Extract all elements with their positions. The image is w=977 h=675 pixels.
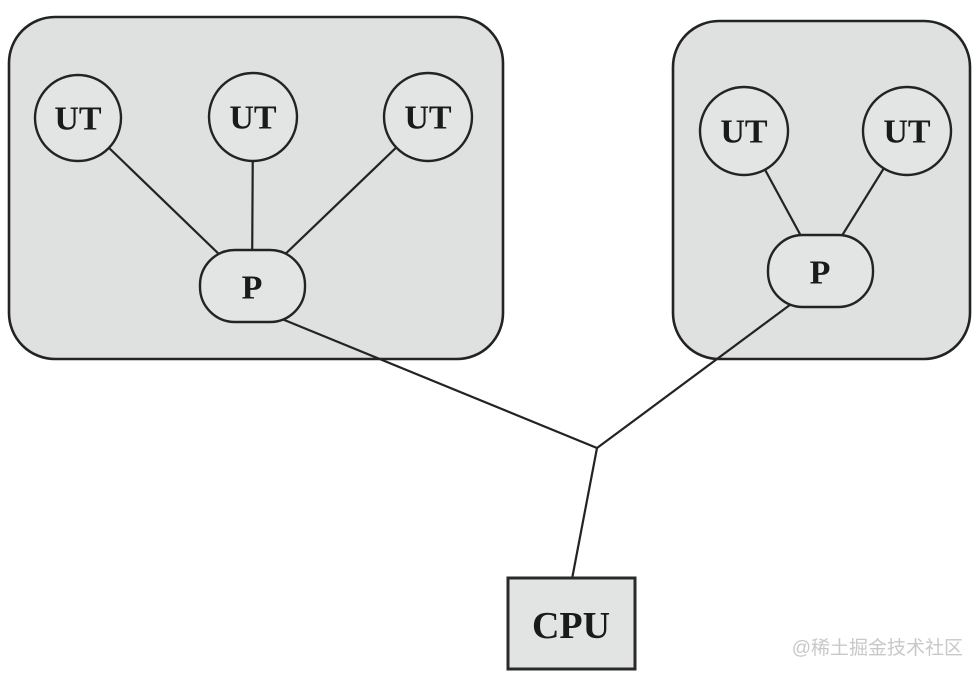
- ut-label: UT: [229, 100, 277, 137]
- ut-label: UT: [720, 114, 768, 151]
- edge-junction-cpu: [570, 447, 599, 580]
- edge-left-p-junction: [254, 306, 598, 450]
- cluster-left-nodes: UT UT UT P: [33, 71, 474, 324]
- cpu-node: CPU: [506, 576, 637, 671]
- process-shape: [766, 233, 875, 309]
- user-thread-node: UT: [698, 85, 790, 177]
- ut-label: UT: [883, 114, 931, 151]
- user-thread-node: UT: [382, 71, 474, 163]
- process-label: P: [242, 270, 263, 307]
- watermark: @稀土掘金技术社区: [792, 637, 963, 659]
- process-node: P: [766, 233, 875, 309]
- ut-circle: [861, 85, 953, 177]
- process-shape: [198, 248, 307, 324]
- user-thread-node: UT: [861, 85, 953, 177]
- edge-right-p-junction: [596, 292, 807, 449]
- cluster-left: [7, 15, 505, 361]
- ut-circle: [207, 71, 299, 163]
- ut-circle: [33, 73, 123, 163]
- cpu-label: CPU: [532, 605, 610, 647]
- cluster-right-nodes: UT UT P: [698, 85, 953, 309]
- cluster-right: [671, 19, 972, 361]
- ut-label: UT: [54, 101, 102, 138]
- user-thread-node: UT: [33, 73, 123, 163]
- user-thread-node: UT: [207, 71, 299, 163]
- process-label: P: [810, 255, 831, 292]
- ut-label: UT: [404, 100, 452, 137]
- ut-circle: [382, 71, 474, 163]
- cpu-shape: [506, 576, 637, 671]
- ut-circle: [698, 85, 790, 177]
- process-node: P: [198, 248, 307, 324]
